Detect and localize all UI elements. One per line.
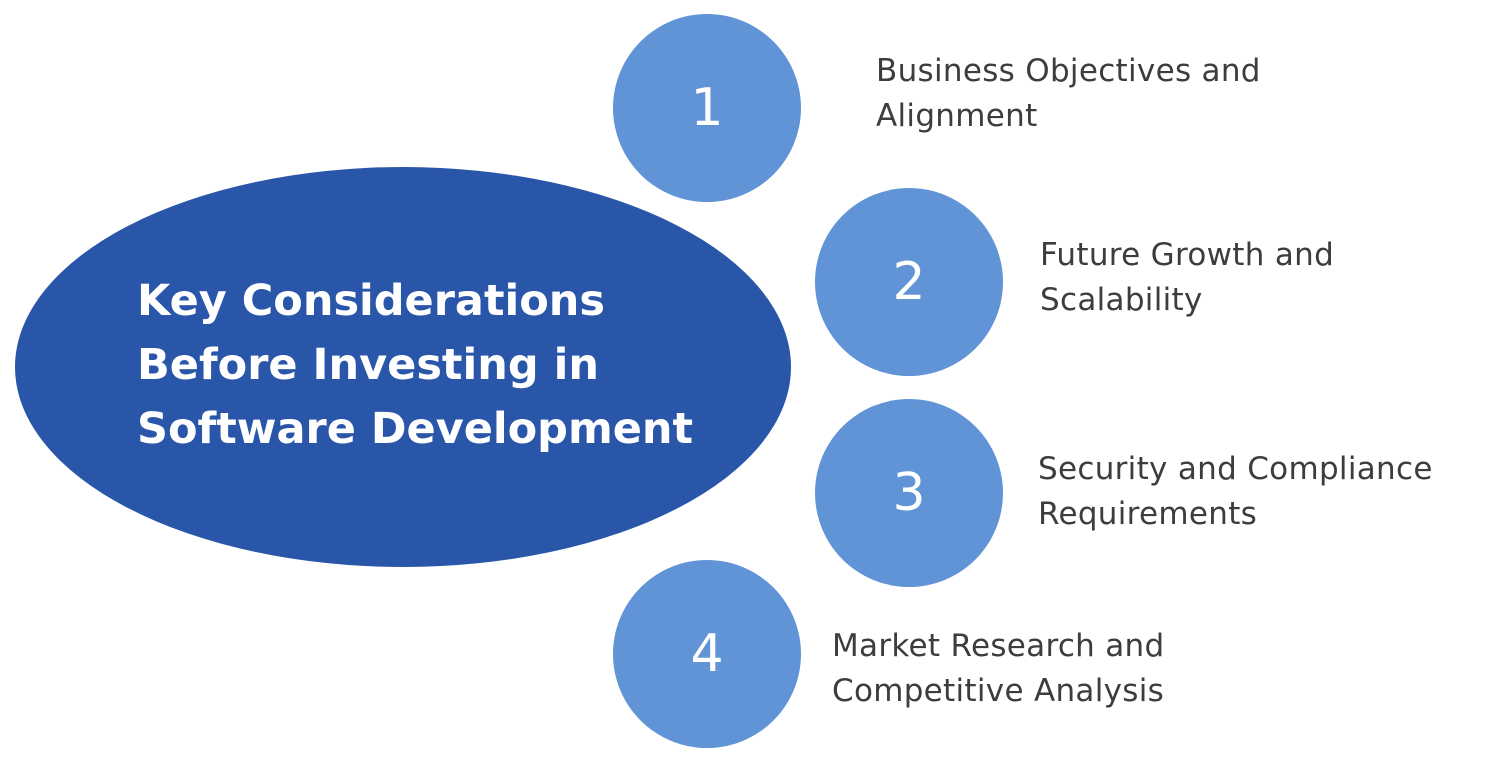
step-label-2-line-1: Future Growth and [1040, 237, 1335, 273]
step-label-1: Business Objectives and Alignment [876, 49, 1261, 139]
step-circle-4: 4 [613, 560, 801, 748]
step-label-4-line-1: Market Research and [832, 628, 1165, 664]
step-number-3: 3 [892, 463, 926, 523]
central-topic-title-line-1: Key Considerations [137, 276, 605, 326]
step-label-2: Future Growth and Scalability [1040, 233, 1334, 323]
central-topic-ellipse [15, 167, 791, 567]
step-number-4: 4 [690, 624, 724, 684]
step-label-4: Market Research and Competitive Analysis [832, 624, 1165, 714]
step-circle-1: 1 [613, 14, 801, 202]
step-label-2-line-2: Scalability [1040, 282, 1203, 318]
step-number-2: 2 [892, 252, 926, 312]
step-label-3-line-2: Requirements [1038, 496, 1258, 532]
step-label-1-line-2: Alignment [876, 98, 1038, 134]
step-circle-2: 2 [815, 188, 1003, 376]
step-label-1-line-1: Business Objectives and [876, 53, 1261, 89]
step-label-3-line-1: Security and Compliance [1038, 451, 1433, 487]
step-circle-3: 3 [815, 399, 1003, 587]
central-topic-title-line-3: Software Development [137, 404, 694, 454]
step-number-1: 1 [690, 78, 724, 138]
step-label-4-line-2: Competitive Analysis [832, 673, 1165, 709]
central-topic-title: Key Considerations Before Investing in S… [137, 269, 757, 461]
central-topic-title-line-2: Before Investing in [137, 340, 599, 390]
step-label-3: Security and Compliance Requirements [1038, 447, 1433, 537]
